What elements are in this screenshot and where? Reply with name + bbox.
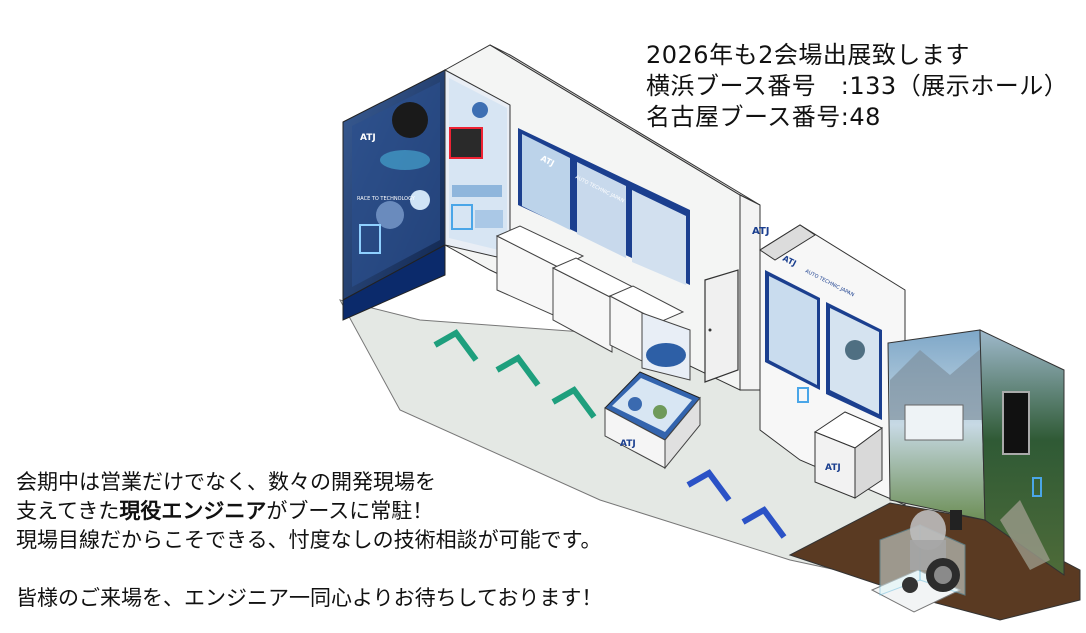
counters	[495, 225, 685, 371]
separator-brand: ATJ	[752, 226, 770, 237]
promo-line-4: 皆様のご来場を、エンジニア一同心よりお待ちしております！	[16, 586, 603, 610]
promo-line-2: 支えてきた現役エンジニアがブースに常駐！	[16, 497, 602, 526]
poster-brand-logo: ATJ	[360, 133, 376, 143]
nagoya-booth-number: 名古屋ブース番号:48	[646, 103, 881, 131]
floor-arrows-blue	[686, 469, 787, 539]
promo-line-2-pre: 支えてきた	[16, 499, 120, 523]
mountain-peak	[890, 345, 985, 420]
right-back-wall-top	[759, 224, 816, 261]
promo-highlight-engineers: 現役エンジニア	[119, 499, 267, 523]
storage-door	[704, 269, 739, 383]
right-booth-separator	[739, 194, 761, 391]
wall-monitor	[1002, 391, 1030, 455]
pedestal-brand: ATJ	[825, 463, 841, 473]
info-board	[904, 404, 964, 441]
back-wall-posters: ATJ AUTO TECHNIC JAPAN	[518, 128, 690, 285]
partition-poster	[449, 78, 507, 252]
info-kiosk: ATJ	[604, 312, 701, 470]
promo-line-1: 会期中は営業だけでなく、数々の開発現場を	[16, 470, 436, 494]
promo-line-2-post: がブースに常駐！	[266, 499, 434, 523]
floor-arrows-teal	[433, 329, 597, 419]
wheelchair-display	[870, 510, 966, 613]
monitor-screen	[449, 127, 483, 159]
right-wall-posters: ATJ AUTO TECHNIC JAPAN	[765, 254, 882, 420]
yokohama-booth-number: 横浜ブース番号 :133（展示ホール）	[646, 72, 1069, 100]
left-side-wall-base	[342, 244, 446, 321]
promo-line-3: 現場目線だからこそできる、忖度なしの技術相談が可能です。	[16, 528, 602, 552]
kiosk-brand: ATJ	[620, 439, 636, 449]
motorcycle-poster: ATJ RACE TO TECHNOLOGY	[352, 82, 440, 287]
promo-text: 会期中は営業だけでなく、数々の開発現場を 支えてきた現役エンジニアがブースに常駐…	[16, 468, 602, 613]
exhibit-announcement: 2026年も2会場出展致します	[646, 41, 970, 69]
display-pedestal: ATJ	[813, 411, 883, 499]
poster-caption: RACE TO TECHNOLOGY	[357, 196, 416, 202]
forest-path	[1000, 500, 1050, 570]
booth-number-info: 2026年も2会場出展致します 横浜ブース番号 :133（展示ホール） 名古屋ブ…	[646, 40, 1068, 133]
